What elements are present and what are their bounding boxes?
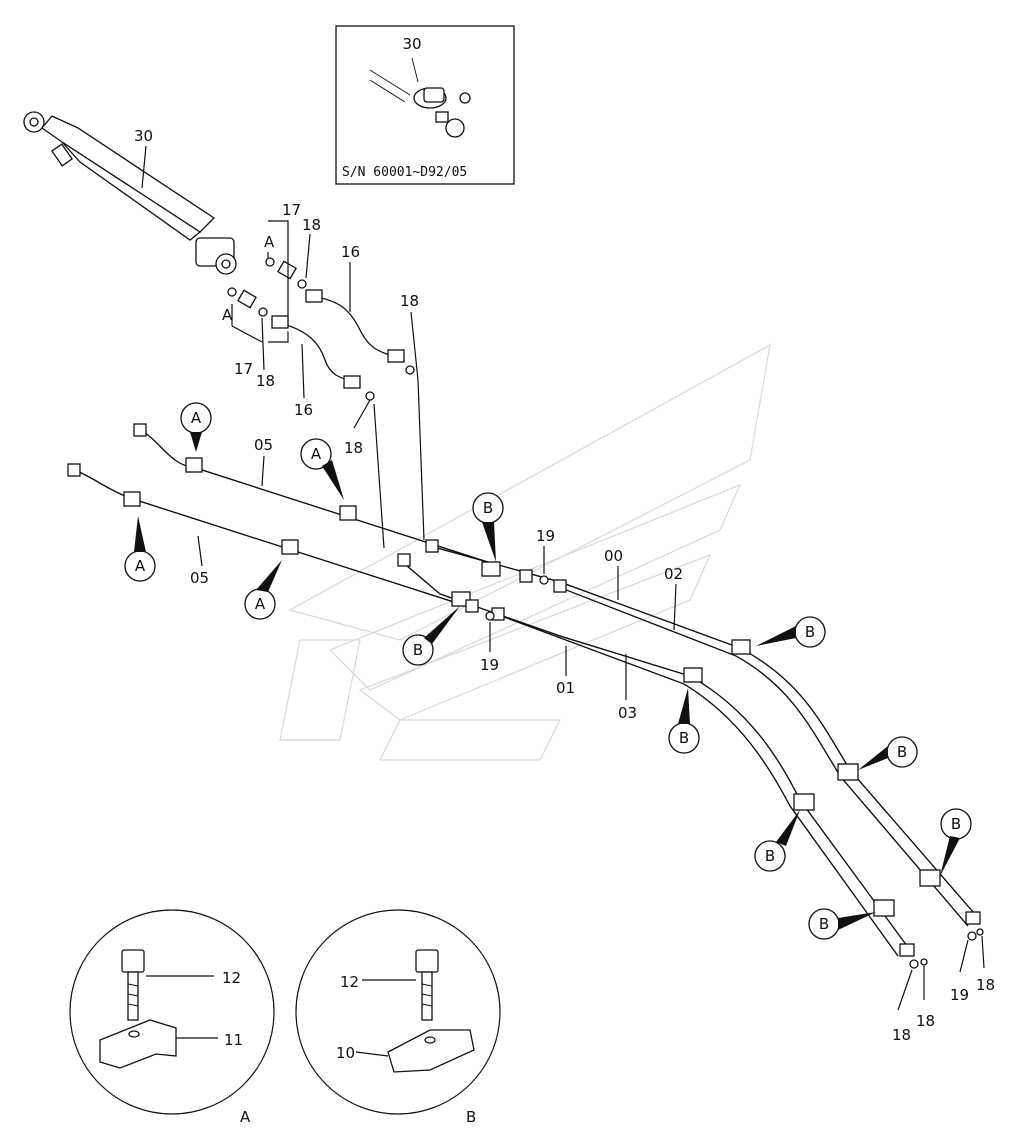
label-18-d: 18	[344, 439, 363, 457]
label-03: 03	[618, 704, 637, 722]
label-a-upper: A	[264, 233, 275, 251]
callout-b-6: B	[765, 847, 775, 865]
callout-a-2: A	[311, 445, 322, 463]
callout-b-7: B	[951, 815, 961, 833]
label-18-c: 18	[400, 292, 419, 310]
label-30: 30	[134, 127, 153, 145]
detail-a-clamp-label: 11	[224, 1031, 243, 1049]
label-18-a: 18	[302, 216, 321, 234]
detail-b-tag: B	[466, 1108, 476, 1126]
callout-b-2: B	[413, 641, 423, 659]
label-17-upper: 17	[282, 201, 301, 219]
label-17-lower: 17	[234, 360, 253, 378]
hose-bundle-lower	[397, 553, 915, 957]
callout-b-5: B	[897, 743, 907, 761]
pipe-05-lower: 05	[67, 463, 461, 605]
inset-serial-range: S/N 60001~D92/05	[342, 165, 467, 180]
detail-a-bolt-label: 12	[222, 969, 241, 987]
upper-fittings: 17 A A 17 18 18 16 16	[222, 201, 405, 419]
watermark-logo	[279, 343, 771, 761]
callout-a-1: A	[191, 409, 202, 427]
label-05-lower: 05	[190, 569, 209, 587]
callout-b-1: B	[483, 499, 493, 517]
label-18-e: 18	[976, 976, 995, 994]
inset-part-30: 30	[402, 35, 421, 53]
label-18-b: 18	[256, 372, 275, 390]
label-19-a: 19	[536, 527, 555, 545]
hose-bundle-upper	[425, 539, 981, 927]
detail-a: 12 11 A	[69, 909, 275, 1126]
callout-b-8: B	[819, 915, 829, 933]
mid-leaders: 18 18	[344, 292, 425, 549]
label-02: 02	[664, 565, 683, 583]
callout-b-4: B	[679, 729, 689, 747]
label-a-lower: A	[222, 306, 233, 324]
orings-19: 19 19	[480, 527, 555, 674]
callout-a-4: A	[255, 595, 266, 613]
detail-b-clamp-label: 10	[336, 1044, 355, 1062]
label-16-b: 16	[294, 401, 313, 419]
callouts-b: B B B B B B B B	[402, 492, 972, 940]
callouts-a: A A A A	[124, 402, 344, 620]
cylinder-30: 30	[23, 111, 237, 275]
label-19-c: 19	[950, 986, 969, 1004]
pipe-05-upper: 05	[133, 423, 501, 567]
label-19-b: 19	[480, 656, 499, 674]
inset-box: 30 S/N 60001~D92/05	[335, 25, 515, 185]
label-18-f: 18	[892, 1026, 911, 1044]
label-05-upper: 05	[254, 436, 273, 454]
detail-b: 12 10 B	[295, 909, 501, 1126]
callout-b-3: B	[805, 623, 815, 641]
label-16-a: 16	[341, 243, 360, 261]
end-fittings: 19 18 18 18	[892, 928, 995, 1044]
detail-a-tag: A	[240, 1108, 251, 1126]
label-18-g: 18	[916, 1012, 935, 1030]
detail-b-bolt-label: 12	[340, 973, 359, 991]
hose-labels: 00 02 01 03	[556, 547, 683, 722]
callout-a-3: A	[135, 557, 146, 575]
label-01: 01	[556, 679, 575, 697]
label-00: 00	[604, 547, 623, 565]
